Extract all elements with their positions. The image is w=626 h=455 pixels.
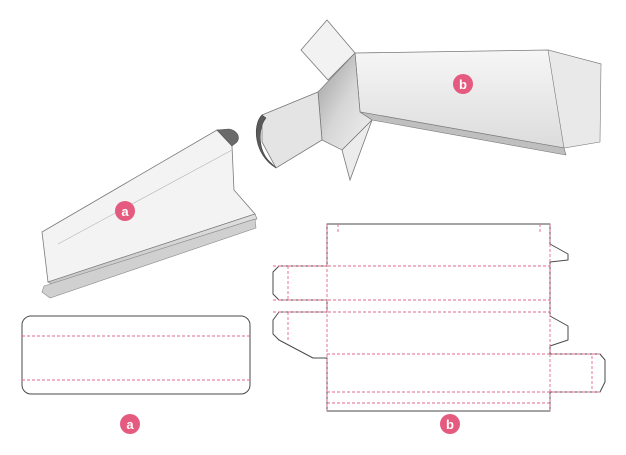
badge-a-dieline-label: a bbox=[126, 417, 134, 432]
tray-left-flap-curl bbox=[255, 114, 277, 169]
circle-badge-icon bbox=[440, 414, 460, 434]
lid-end-flap bbox=[216, 128, 239, 147]
dieline-a bbox=[21, 315, 251, 395]
circle-badge-icon bbox=[120, 414, 140, 434]
badge-a-dieline: a bbox=[120, 414, 140, 434]
badge-b-dieline-label: b bbox=[446, 417, 454, 432]
tray-end-face bbox=[547, 49, 602, 149]
dieline-b-outline bbox=[272, 223, 606, 412]
lid-crease bbox=[57, 149, 233, 245]
badge-b-3d-label: b bbox=[459, 77, 467, 92]
badge-a-3d-label: a bbox=[121, 204, 129, 219]
tray-top-flap bbox=[300, 19, 356, 81]
dieline-a-outline bbox=[21, 315, 251, 395]
badge-a-3d: a bbox=[115, 201, 135, 221]
lid-inner-lip bbox=[41, 218, 257, 299]
tray-3d-view bbox=[255, 19, 602, 182]
lid-3d-view bbox=[41, 128, 258, 299]
badge-b-3d: b bbox=[453, 74, 473, 94]
badge-b-dieline: b bbox=[440, 414, 460, 434]
circle-badge-icon bbox=[453, 74, 473, 94]
tray-bottom-flap bbox=[341, 119, 373, 182]
tray-left-flap bbox=[261, 91, 323, 169]
dieline-b bbox=[272, 223, 606, 412]
circle-badge-icon bbox=[115, 201, 135, 221]
